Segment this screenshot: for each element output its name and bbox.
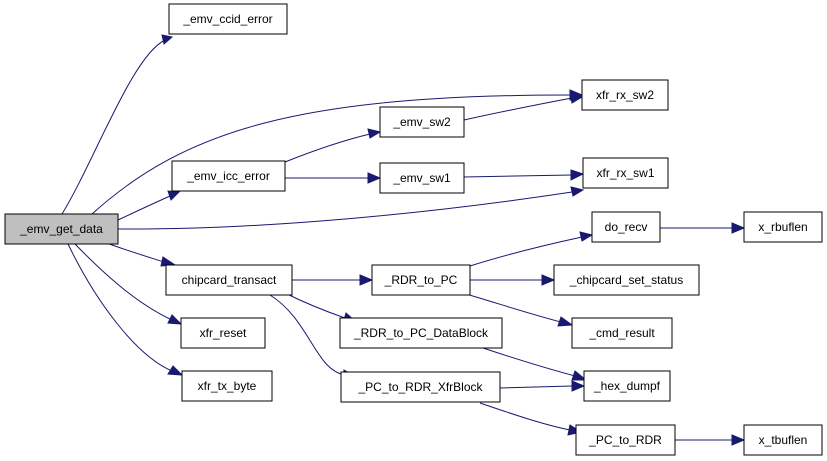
edge-pc-to-rdr-xfrblock-to-hex-dumpf [499, 380, 586, 392]
node-cmd-result[interactable]: _cmd_result [571, 317, 673, 349]
node-xfr-rx-sw1[interactable]: xfr_rx_sw1 [582, 157, 669, 189]
node-label: x_rbuflen [758, 220, 807, 234]
edge-emv-sw2-to-xfr-rx-sw2 [463, 92, 584, 121]
node-xfr-tx-byte[interactable]: xfr_tx_byte [181, 370, 273, 402]
node-rdr-to-pc[interactable]: _RDR_to_PC [371, 264, 471, 296]
node-label: _emv_icc_error [186, 169, 270, 183]
edge-rdr-to-pc-to-chipcard-set-status [470, 274, 556, 286]
node-emv-ccid-error[interactable]: _emv_ccid_error [168, 3, 288, 35]
node-hex-dumpf[interactable]: _hex_dumpf [583, 370, 671, 402]
edge-emv-get-data-to-xfr-rx-sw2 [91, 89, 584, 215]
node-emv-icc-error[interactable]: _emv_icc_error [171, 160, 286, 192]
edge-rdr-to-pc-to-do-recv [469, 231, 594, 267]
node-pc-to-rdr-xfrblock[interactable]: _PC_to_RDR_XfrBlock [340, 371, 501, 403]
edge-do-recv-to-x-rbuflen [660, 222, 746, 234]
edge-emv-icc-error-to-emv-sw1 [285, 172, 382, 184]
node-pc-to-rdr[interactable]: _PC_to_RDR [575, 424, 676, 456]
node-emv-sw1[interactable]: _emv_sw1 [379, 162, 465, 194]
node-label: _emv_ccid_error [182, 12, 272, 26]
edge-rdr-to-pc-datablock-to-hex-dumpf [479, 346, 588, 381]
node-rdr-to-pc-datablock[interactable]: _RDR_to_PC_DataBlock [339, 317, 503, 349]
node-x-rbuflen[interactable]: x_rbuflen [743, 211, 823, 243]
edge-emv-sw1-to-xfr-rx-sw1 [463, 169, 585, 181]
edge-emv-get-data-to-chipcard-transact [103, 241, 177, 267]
node-x-tbuflen[interactable]: x_tbuflen [743, 424, 823, 456]
node-label: _RDR_to_PC [384, 273, 458, 287]
node-label: xfr_tx_byte [198, 379, 257, 393]
node-label: chipcard_transact [182, 273, 277, 287]
node-label: _RDR_to_PC_DataBlock [353, 326, 489, 340]
edge-emv-get-data-to-xfr-rx-sw1 [117, 186, 585, 230]
edge-emv-get-data-to-xfr-tx-byte [67, 243, 184, 376]
node-emv-get-data[interactable]: _emv_get_data [4, 213, 119, 245]
edge-emv-get-data-to-xfr-reset [74, 243, 183, 325]
edge-pc-to-rdr-to-x-tbuflen [675, 434, 746, 446]
node-label: _cmd_result [588, 326, 655, 340]
node-label: _emv_sw2 [392, 115, 451, 129]
node-label: xfr_rx_sw1 [596, 166, 654, 180]
node-xfr-rx-sw2[interactable]: xfr_rx_sw2 [581, 79, 669, 111]
node-label: _chipcard_set_status [569, 273, 683, 287]
node-label: _hex_dumpf [593, 379, 661, 393]
node-chipcard-transact[interactable]: chipcard_transact [165, 264, 293, 296]
node-label: xfr_rx_sw2 [596, 88, 654, 102]
node-label: do_recv [605, 220, 648, 234]
node-emv-sw2[interactable]: _emv_sw2 [379, 106, 465, 138]
node-label: _emv_get_data [19, 222, 103, 236]
node-label: xfr_reset [200, 326, 247, 340]
edge-chipcard-transact-to-rdr-to-pc [292, 274, 374, 286]
node-chipcard-set-status[interactable]: _chipcard_set_status [553, 264, 700, 296]
node-label: _emv_sw1 [392, 171, 451, 185]
edge-emv-get-data-to-emv-icc-error [117, 190, 181, 221]
node-do-recv[interactable]: do_recv [591, 211, 661, 243]
node-label: x_tbuflen [759, 433, 808, 447]
edge-rdr-to-pc-to-cmd-result [465, 293, 574, 327]
edge-pc-to-rdr-xfrblock-to-pc-to-rdr [479, 402, 583, 436]
edge-emv-icc-error-to-emv-sw2 [284, 128, 382, 163]
edge-emv-get-data-to-emv-ccid-error [61, 34, 174, 215]
node-xfr-reset[interactable]: xfr_reset [180, 317, 266, 349]
node-label: _PC_to_RDR [588, 433, 662, 447]
node-label: _PC_to_RDR_XfrBlock [357, 380, 483, 394]
